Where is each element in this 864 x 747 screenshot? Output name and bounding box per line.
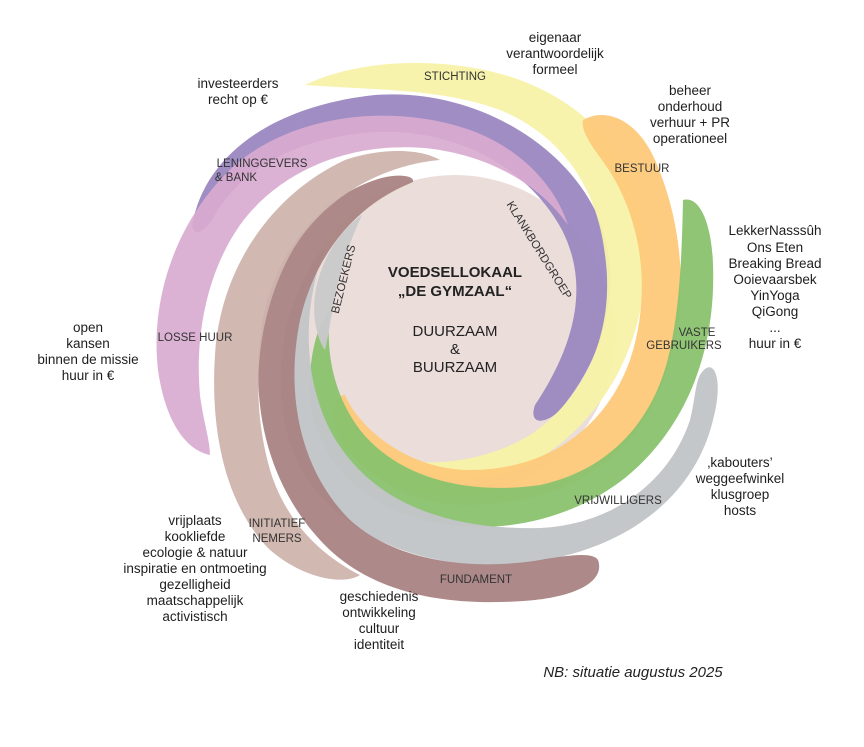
- footnote: NB: situatie augustus 2025: [543, 664, 723, 681]
- notes-fundament: geschiedenis ontwikkeling cultuur identi…: [340, 589, 419, 652]
- center-line-2: &: [450, 341, 460, 358]
- note-line: QiGong: [752, 304, 799, 319]
- notes-vaste-gebruikers: LekkerNasssûh Ons Eten Breaking Bread Oo…: [728, 223, 821, 351]
- note-line: activistisch: [162, 609, 227, 624]
- note-line: kookliefde: [165, 529, 226, 544]
- label-initiatief-2: NEMERS: [252, 533, 302, 545]
- note-line: YinYoga: [750, 288, 800, 303]
- label-vrijwilligers: VRIJWILLIGERS: [574, 495, 662, 507]
- band-leninggevers: [192, 94, 611, 421]
- note-line: vrijplaats: [168, 513, 222, 528]
- note-line: klusgroep: [711, 487, 770, 502]
- band-fundament: [258, 175, 600, 603]
- note-line: verhuur + PR: [650, 115, 730, 130]
- label-initiatief-1: INITIATIEF: [249, 518, 306, 530]
- note-line: huur in €: [749, 336, 802, 351]
- center-line-1: DUURZAAM: [413, 323, 498, 340]
- center-line-3: BUURZAAM: [413, 359, 497, 376]
- note-line: beheer: [669, 83, 712, 98]
- notes-bestuur: beheer onderhoud verhuur + PR operatione…: [650, 83, 730, 146]
- note-line: Ooievaarsbek: [733, 272, 817, 287]
- note-line: hosts: [724, 503, 757, 518]
- note-line: open: [73, 320, 103, 335]
- note-line: Breaking Bread: [728, 256, 821, 271]
- label-fundament: FUNDAMENT: [440, 574, 512, 586]
- note-line: verantwoordelijk: [506, 46, 604, 61]
- band-initiatiefnemers: [214, 151, 440, 580]
- note-line: kansen: [66, 336, 110, 351]
- label-losse-huur: LOSSE HUUR: [158, 332, 233, 344]
- note-line: gezelligheid: [159, 577, 230, 592]
- note-line: identiteit: [354, 637, 405, 652]
- note-line: Ons Eten: [747, 240, 803, 255]
- note-line: onderhoud: [658, 99, 723, 114]
- band-losse-huur: [156, 115, 568, 455]
- note-line: inspiratie en ontmoeting: [123, 561, 266, 576]
- center-title-2: „DE GYMZAAL“: [398, 283, 512, 300]
- note-line: ontwikkeling: [342, 605, 416, 620]
- note-line: ‚kabouters’: [707, 455, 772, 470]
- note-line: huur in €: [62, 368, 115, 383]
- center-title-1: VOEDSELLOKAAL: [388, 264, 522, 281]
- note-line: weggeefwinkel: [695, 471, 785, 486]
- note-line: operationeel: [653, 131, 727, 146]
- notes-leninggevers: investeerders recht op €: [197, 76, 278, 107]
- note-line: geschiedenis: [340, 589, 419, 604]
- label-vaste-1: VASTE: [679, 327, 716, 339]
- note-line: cultuur: [359, 621, 400, 636]
- note-line: eigenaar: [529, 30, 582, 45]
- label-stichting: STICHTING: [424, 71, 486, 83]
- note-line: ecologie & natuur: [142, 545, 248, 560]
- note-line: binnen de missie: [37, 352, 138, 367]
- band-bezoekers: [314, 215, 362, 350]
- label-bestuur: BESTUUR: [615, 163, 670, 175]
- note-line: recht op €: [208, 92, 269, 107]
- notes-initiatiefnemers: vrijplaats kookliefde ecologie & natuur …: [123, 513, 266, 624]
- note-line: maatschappelijk: [147, 593, 244, 608]
- note-line: formeel: [532, 62, 577, 77]
- label-vaste-2: GEBRUIKERS: [646, 340, 722, 352]
- label-leninggevers-2: & BANK: [215, 172, 258, 184]
- notes-vrijwilligers: ‚kabouters’ weggeefwinkel klusgroep host…: [695, 455, 785, 518]
- note-line: LekkerNasssûh: [728, 223, 821, 238]
- note-line: investeerders: [197, 76, 278, 91]
- label-leninggevers-1: LENINGGEVERS: [217, 158, 308, 170]
- note-line: ...: [769, 320, 780, 335]
- notes-losse-huur: open kansen binnen de missie huur in €: [37, 320, 138, 383]
- notes-stichting: eigenaar verantwoordelijk formeel: [506, 30, 604, 77]
